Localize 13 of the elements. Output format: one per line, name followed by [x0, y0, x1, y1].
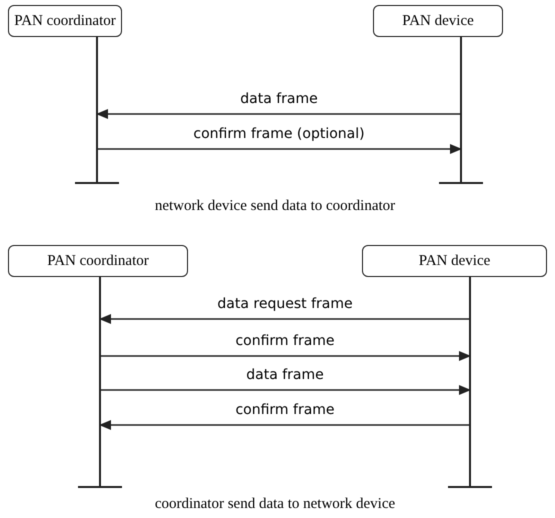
- message-arrow: [99, 420, 470, 430]
- message-label: data request frame: [215, 296, 355, 313]
- participant-box: PAN device: [362, 245, 547, 277]
- message-arrow: [99, 314, 470, 324]
- participant-box: PAN coordinator: [8, 245, 188, 277]
- message-arrow: [97, 144, 462, 154]
- participant-box: PAN device: [373, 5, 503, 37]
- message-arrow: [100, 351, 471, 361]
- diagram-caption: coordinator send data to network device: [154, 496, 396, 513]
- participant-box: PAN coordinator: [8, 5, 122, 37]
- diagram-caption: network device send data to coordinator: [154, 198, 396, 215]
- message-arrow: [96, 109, 461, 119]
- message-arrow: [100, 385, 471, 395]
